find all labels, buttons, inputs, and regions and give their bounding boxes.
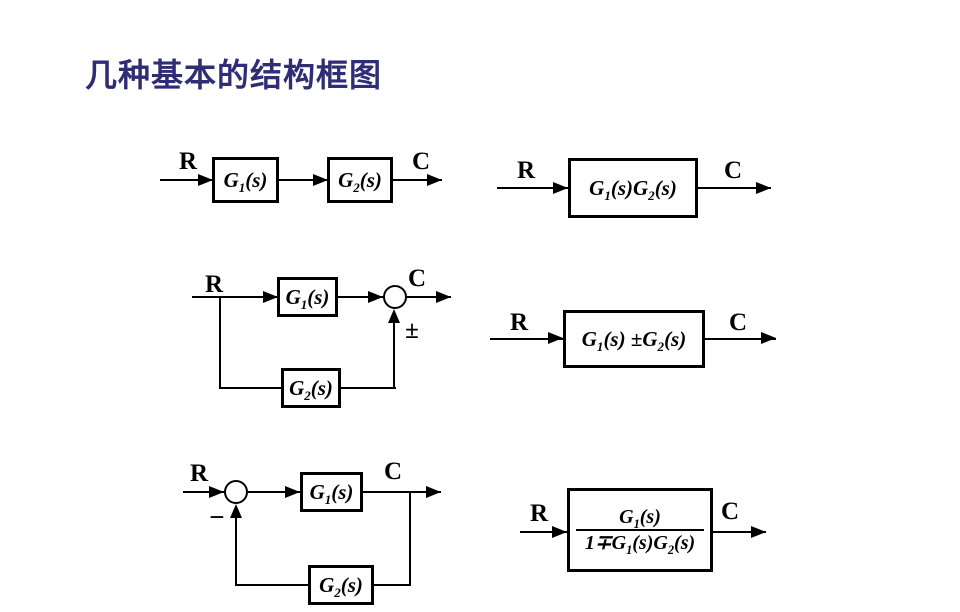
signal-line	[338, 296, 384, 298]
closed-loop-block: G1(s) 1∓G1(s)G2(s)	[567, 488, 713, 572]
arrow-right-icon	[436, 291, 451, 303]
transfer-block-g1g2: G1(s)G2(s)	[568, 158, 698, 218]
sum-junction	[224, 480, 248, 504]
output-label: C	[411, 148, 431, 175]
signal-line	[705, 338, 776, 340]
transfer-block-g1: G1(s)	[277, 277, 338, 317]
signal-line	[393, 179, 442, 181]
arrow-right-icon	[756, 182, 771, 194]
arrow-right-icon	[552, 526, 567, 538]
input-label: R	[516, 157, 536, 184]
arrow-up-icon	[388, 309, 400, 323]
sum-sign-label: −	[209, 502, 225, 532]
input-label: R	[509, 309, 529, 336]
block-label: G1(s)	[309, 479, 354, 507]
arrow-right-icon	[426, 486, 441, 498]
block-label: G1(s)	[223, 167, 268, 195]
transfer-block-g2: G2(s)	[327, 157, 393, 203]
arrow-right-icon	[198, 174, 213, 186]
takeoff-line	[409, 492, 411, 586]
input-label: R	[529, 500, 549, 527]
output-label: C	[383, 458, 403, 485]
fraction-bar	[576, 529, 704, 531]
arrow-right-icon	[548, 332, 563, 344]
output-label: C	[728, 309, 748, 336]
transfer-function-fraction: G1(s) 1∓G1(s)G2(s)	[570, 491, 710, 569]
transfer-block-g2: G2(s)	[281, 368, 341, 408]
slide-title: 几种基本的结构框图	[85, 57, 383, 93]
signal-line	[363, 491, 441, 493]
arrow-right-icon	[751, 526, 766, 538]
output-label: C	[723, 157, 743, 184]
arrow-right-icon	[313, 174, 328, 186]
feedback-line	[235, 516, 237, 586]
block-label: G2(s)	[289, 375, 333, 403]
input-label: R	[178, 148, 198, 175]
transfer-block-g1: G1(s)	[212, 157, 279, 203]
sum-junction	[383, 285, 407, 309]
signal-line	[279, 179, 329, 181]
signal-line	[520, 531, 568, 533]
feed-line	[393, 321, 395, 388]
signal-line	[248, 491, 301, 493]
fraction-numerator: G1(s)	[619, 506, 661, 531]
signal-line	[713, 531, 766, 533]
signal-line	[490, 338, 564, 340]
block-label: G1(s) ±G2(s)	[581, 326, 687, 354]
arrow-right-icon	[427, 174, 442, 186]
arrow-right-icon	[263, 291, 278, 303]
output-label: C	[720, 498, 740, 525]
signal-line	[497, 187, 569, 189]
signal-line	[192, 296, 278, 298]
arrow-up-icon	[230, 504, 242, 518]
sum-sign-label: ±	[405, 317, 419, 344]
fraction-denominator: 1∓G1(s)G2(s)	[584, 532, 696, 557]
arrow-right-icon	[285, 486, 300, 498]
output-label: C	[407, 265, 427, 292]
signal-line	[698, 187, 771, 189]
transfer-block-g1: G1(s)	[300, 472, 363, 512]
branch-line	[219, 297, 221, 388]
arrow-right-icon	[209, 486, 224, 498]
arrow-right-icon	[761, 332, 776, 344]
input-label: R	[204, 271, 224, 298]
arrow-right-icon	[368, 291, 383, 303]
signal-line	[183, 491, 225, 493]
input-label: R	[189, 460, 209, 487]
transfer-block-g1-plusminus-g2: G1(s) ±G2(s)	[563, 310, 705, 368]
block-label: G2(s)	[338, 167, 382, 195]
block-label: G1(s)	[285, 284, 330, 312]
block-label: G2(s)	[319, 572, 363, 600]
block-label: G1(s)G2(s)	[589, 175, 677, 203]
arrow-right-icon	[553, 182, 568, 194]
signal-line	[407, 296, 451, 298]
signal-line	[160, 179, 215, 181]
transfer-block-g2: G2(s)	[308, 565, 374, 605]
